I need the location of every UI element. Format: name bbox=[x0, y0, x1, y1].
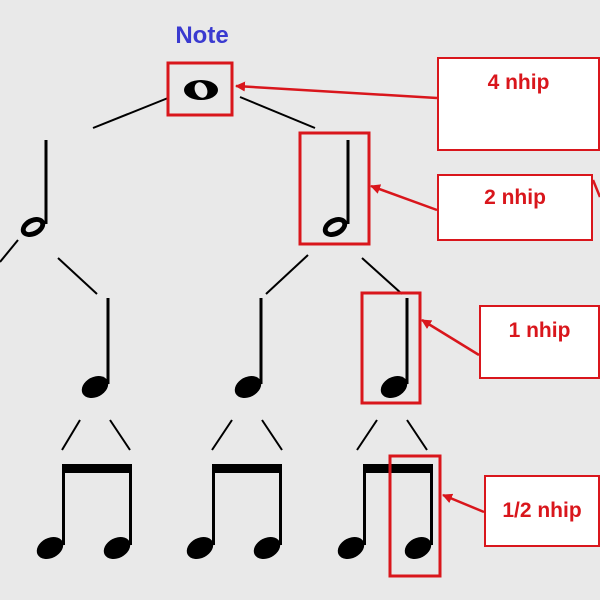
label-eighth-note-duration: 1/2 nhip bbox=[484, 475, 600, 547]
arrow-quarter bbox=[421, 318, 480, 357]
pointer-arrows bbox=[235, 81, 600, 514]
diagram-title: Note bbox=[175, 22, 229, 49]
eighth-note-pair-1 bbox=[36, 464, 132, 560]
quarter-note-1 bbox=[81, 298, 110, 399]
tree-branch-lines bbox=[0, 96, 428, 451]
quarter-note-2 bbox=[234, 298, 263, 399]
label-half-note-duration: 2 nhip bbox=[437, 174, 593, 241]
whole-note bbox=[184, 80, 218, 100]
connector-offscreen bbox=[591, 179, 600, 198]
arrow-half bbox=[370, 184, 438, 212]
eighth-note-pair-2 bbox=[186, 464, 282, 560]
highlight-half-note bbox=[298, 131, 371, 246]
highlight-eighth-note bbox=[388, 454, 442, 578]
half-note-left bbox=[20, 140, 48, 238]
half-note-right bbox=[322, 140, 350, 238]
label-quarter-note-duration: 1 nhip bbox=[479, 305, 600, 379]
highlight-boxes bbox=[166, 61, 442, 578]
highlight-quarter-note bbox=[360, 291, 422, 405]
highlight-whole-note bbox=[166, 61, 234, 117]
arrow-eighth bbox=[442, 493, 485, 514]
arrow-whole bbox=[235, 81, 438, 100]
label-whole-note-duration: 4 nhip bbox=[437, 57, 600, 151]
quarter-note-3 bbox=[380, 298, 409, 399]
eighth-note-pair-3 bbox=[337, 464, 433, 560]
